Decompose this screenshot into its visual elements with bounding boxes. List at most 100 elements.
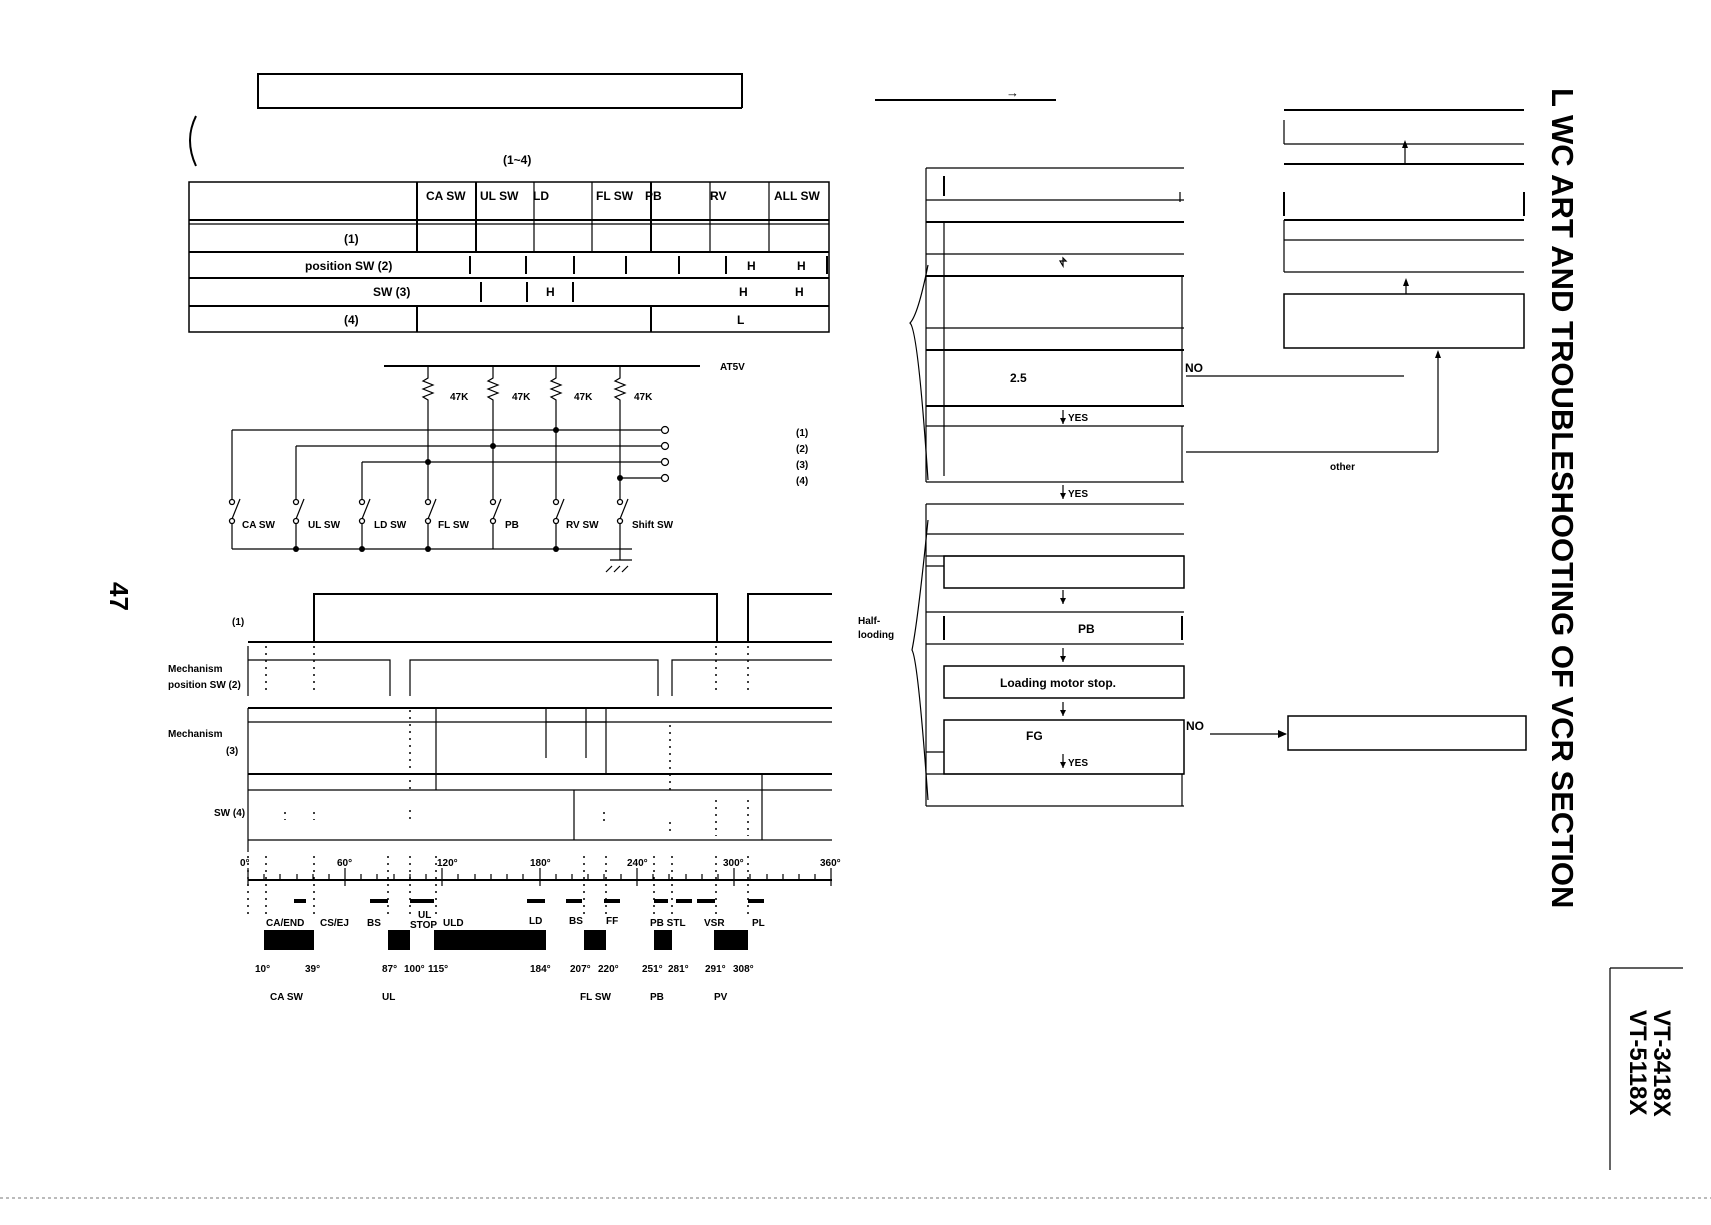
flow-no-1: NO	[1185, 361, 1203, 375]
degree-tick-120: 120°	[437, 858, 458, 869]
flow-yes-3: YES	[1068, 758, 1088, 769]
flow-half-loading: Half-	[858, 616, 880, 627]
angle-281: 281°	[668, 964, 689, 975]
row-label-4: (4)	[344, 313, 359, 327]
switch-label-ul-sw: UL SW	[308, 520, 341, 531]
angle-184: 184°	[530, 964, 551, 975]
position-stop: STOP	[410, 920, 437, 931]
position-ul: UL	[418, 910, 431, 921]
position-ff: FF	[606, 916, 618, 927]
cell-row3-rv: H	[739, 285, 748, 299]
flow-fg: FG	[1026, 729, 1043, 743]
flow-yes-1: YES	[1068, 413, 1088, 424]
title-box	[257, 73, 743, 109]
switch-table	[188, 181, 830, 333]
timing-label-sw4: SW (4)	[214, 808, 245, 819]
section-title: L WC ART AND TROUBLESHOOTING OF VCR SECT…	[1545, 88, 1580, 908]
position-cs-ej: CS/EJ	[320, 918, 349, 929]
position-bs-1: BS	[367, 918, 381, 929]
col-header-rv: RV	[710, 189, 726, 203]
heading-arrow: →	[1006, 85, 1019, 100]
model-box	[1609, 967, 1683, 1170]
angle-87: 87°	[382, 964, 397, 975]
cell-row2-all: H	[797, 259, 806, 273]
open-parenthesis	[189, 115, 197, 167]
cell-row2-rv: H	[747, 259, 756, 273]
col-header-ul-sw: UL SW	[480, 189, 519, 203]
model-vt-3418x: VT-3418X	[1648, 1010, 1675, 1117]
timing-label-position-sw2: position SW (2)	[168, 680, 241, 691]
flow-other-label: other	[1330, 462, 1355, 473]
flowchart: → 2.5 YES NO YES other	[858, 85, 1527, 807]
angle-10: 10°	[255, 964, 270, 975]
range-ca-sw: CA SW	[270, 992, 304, 1003]
timing-label-mechanism-b: Mechanism	[168, 729, 223, 740]
cell-row4-pb: L	[737, 313, 744, 327]
row-label-3: SW (3)	[373, 285, 410, 299]
timing-label-3: (3)	[226, 746, 238, 757]
position-bs-2: BS	[569, 916, 583, 927]
degree-tick-300: 300°	[723, 858, 744, 869]
switch-label-pb: PB	[505, 520, 519, 531]
col-header-ca-sw: CA SW	[426, 189, 466, 203]
switch-circuit	[228, 365, 700, 573]
resistor-label-4: 47K	[634, 392, 653, 403]
cell-row3-ld: H	[546, 285, 555, 299]
angle-308: 308°	[733, 964, 754, 975]
switch-table-subheading: (1~4)	[503, 153, 531, 167]
range-pv: PV	[714, 992, 728, 1003]
range-pb: PB	[650, 992, 664, 1003]
output-label-2: (2)	[796, 444, 808, 455]
position-uld: ULD	[443, 918, 464, 929]
position-ld: LD	[529, 916, 542, 927]
position-pb-stl: PB STL	[650, 918, 686, 929]
flow-pb: PB	[1078, 622, 1095, 636]
range-fl-sw: FL SW	[580, 992, 611, 1003]
angle-100: 100°	[404, 964, 425, 975]
timing-label-mechanism-a: Mechanism	[168, 664, 223, 675]
resistor-label-1: 47K	[450, 392, 469, 403]
flow-half-loading-2: looding	[858, 630, 894, 641]
angle-291: 291°	[705, 964, 726, 975]
degree-tick-60: 60°	[337, 858, 352, 869]
degree-tick-0: 0°	[240, 858, 250, 869]
switch-label-shift-sw: Shift SW	[632, 520, 674, 531]
switch-label-fl-sw: FL SW	[438, 520, 469, 531]
angle-115: 115°	[428, 964, 448, 975]
range-ul: UL	[382, 992, 395, 1003]
angle-207: 207°	[570, 964, 591, 975]
degree-tick-240: 240°	[627, 858, 648, 869]
col-header-all-sw: ALL SW	[774, 189, 820, 203]
flow-loading-motor-stop: Loading motor stop.	[1000, 676, 1116, 690]
flow-yes-2: YES	[1068, 489, 1088, 500]
switch-label-rv-sw: RV SW	[566, 520, 599, 531]
degree-tick-360: 360°	[820, 858, 841, 869]
position-vsr: VSR	[704, 918, 725, 929]
output-label-3: (3)	[796, 460, 808, 471]
resistor-label-3: 47K	[574, 392, 593, 403]
supply-label: AT5V	[720, 362, 745, 373]
switch-label-ca-sw: CA SW	[242, 520, 276, 531]
switch-label-ld-sw: LD SW	[374, 520, 407, 531]
resistor-label-2: 47K	[512, 392, 531, 403]
timing-label-1: (1)	[232, 617, 244, 628]
degree-tick-180: 180°	[530, 858, 551, 869]
output-label-1: (1)	[796, 428, 808, 439]
flow-value-2-5: 2.5	[1010, 371, 1027, 385]
position-pl: PL	[752, 918, 765, 929]
model-vt-5118x: VT-5118X	[1624, 1010, 1651, 1115]
flow-no-2: NO	[1186, 719, 1204, 733]
col-header-pb: PB	[645, 189, 662, 203]
row-label-1: (1)	[344, 232, 359, 246]
col-header-fl-sw: FL SW	[596, 189, 634, 203]
angle-220: 220°	[598, 964, 619, 975]
position-ca-end: CA/END	[266, 918, 304, 929]
angle-39: 39°	[305, 964, 320, 975]
cell-row3-all: H	[795, 285, 804, 299]
timing-diagram	[247, 593, 832, 950]
col-header-ld: LD	[533, 189, 549, 203]
angle-251: 251°	[642, 964, 663, 975]
page-number: 47	[104, 582, 134, 611]
output-label-4: (4)	[796, 476, 808, 487]
